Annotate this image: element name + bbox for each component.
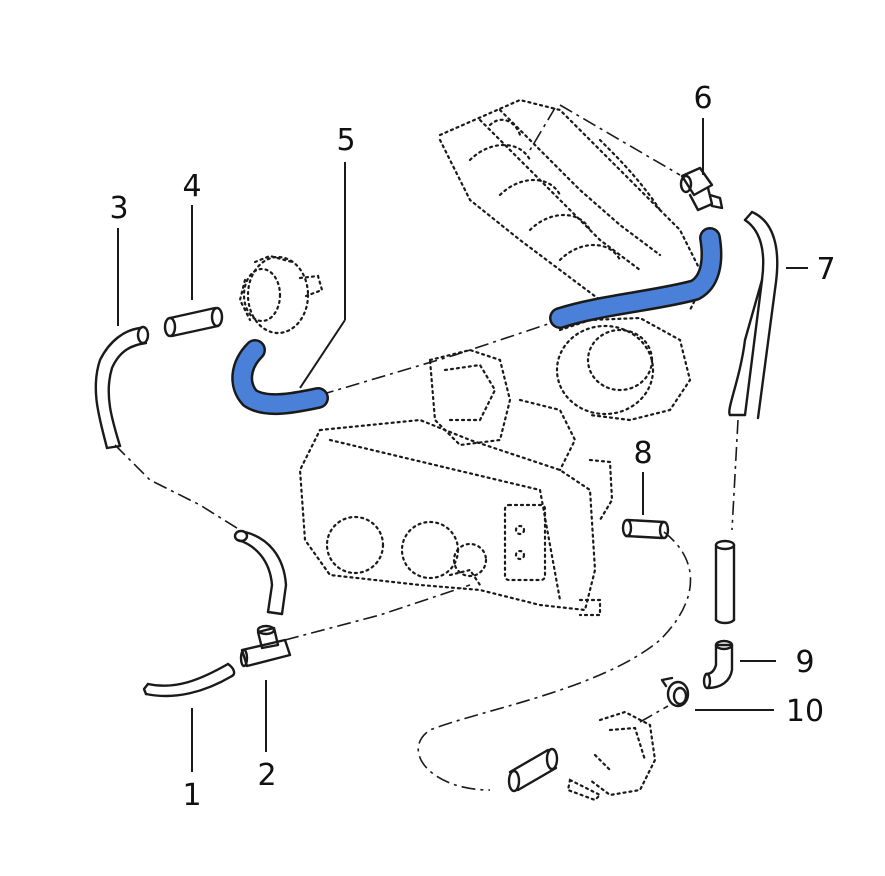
callout-3: 3 — [109, 191, 128, 226]
callout-4: 4 — [182, 169, 201, 204]
part-1-hose[interactable] — [142, 662, 236, 698]
engine-block-outline — [298, 348, 614, 617]
callout-2: 2 — [257, 758, 276, 793]
part-2-t-connector[interactable] — [239, 624, 292, 668]
part-7-lower-hose[interactable] — [714, 539, 736, 625]
callout-6: 6 — [693, 81, 712, 116]
routing-lines — [114, 104, 739, 791]
part-9-elbow[interactable] — [702, 639, 734, 690]
callout-9: 9 — [795, 645, 814, 680]
callout-1: 1 — [182, 778, 201, 813]
part-3-lower-hose[interactable] — [233, 529, 288, 616]
part-4-short-hose[interactable] — [163, 306, 224, 338]
part-3-curved-hose[interactable] — [94, 325, 150, 450]
callout-7: 7 — [816, 252, 835, 287]
highlight-fill — [233, 341, 327, 413]
callout-5: 5 — [336, 123, 355, 158]
part-5-highlighted-hose-upper[interactable] — [549, 227, 723, 329]
part-7-long-hose[interactable] — [728, 210, 779, 420]
leader-lines — [117, 118, 808, 772]
part-10-clamp[interactable] — [660, 676, 690, 708]
callout-10: 10 — [786, 694, 824, 729]
part-5-highlighted-hose-lower[interactable] — [231, 339, 329, 416]
charcoal-canister-outline — [238, 254, 324, 335]
intake-manifold-outline — [438, 98, 707, 422]
callout-labels: 1 2 3 4 5 6 7 8 9 10 — [109, 81, 835, 813]
part-8-short-hose[interactable] — [621, 518, 670, 540]
purge-valve-outline — [566, 710, 657, 802]
highlight-fill — [551, 229, 720, 327]
callout-8: 8 — [633, 436, 652, 471]
purge-line-hose[interactable] — [507, 747, 559, 793]
part-6-elbow-fitting[interactable] — [679, 166, 724, 212]
